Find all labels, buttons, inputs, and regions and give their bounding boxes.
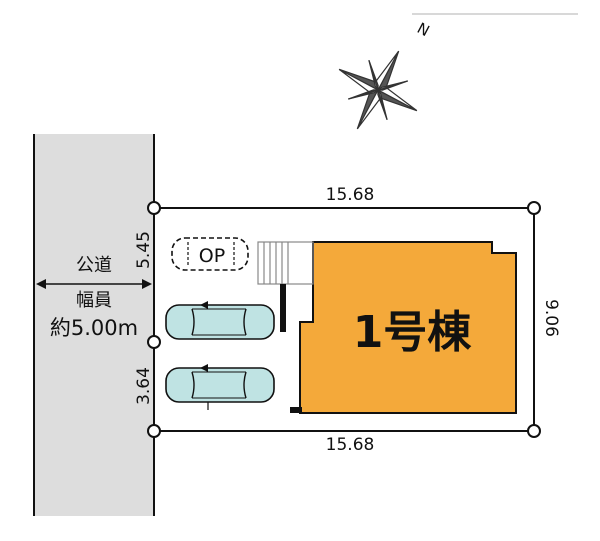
boundary-markers: [147, 201, 541, 438]
road-label: 公道: [76, 255, 112, 276]
boundary-marker: [147, 335, 161, 349]
road-width-label: 幅員: [76, 290, 112, 311]
parking-car-1: [165, 301, 275, 340]
dimension-left-upper: 5.45: [134, 231, 154, 269]
building-1: [299, 241, 517, 414]
boundary-marker: [147, 424, 161, 438]
building-label: 1号棟: [353, 307, 473, 358]
dimension-top: 15.68: [326, 185, 375, 205]
parking-car-2: [165, 364, 275, 410]
public-road: [34, 134, 154, 516]
compass-north-label: N: [414, 19, 432, 40]
road-width-value: 約5.00m: [50, 316, 138, 340]
boundary-marker: [527, 424, 541, 438]
compass-rose: [338, 50, 418, 130]
optional-parking-label: OP: [199, 245, 225, 267]
boundary-marker: [527, 201, 541, 215]
entrance-wall: [280, 284, 286, 332]
boundary-marker: [147, 201, 161, 215]
road-width-arrow: [36, 279, 152, 289]
optional-parking-car: [171, 237, 249, 271]
dimension-bottom: 15.68: [326, 435, 375, 455]
building-step: [290, 407, 302, 413]
dimension-left-lower: 3.64: [134, 367, 154, 405]
dimension-right: 9.06: [541, 299, 561, 337]
